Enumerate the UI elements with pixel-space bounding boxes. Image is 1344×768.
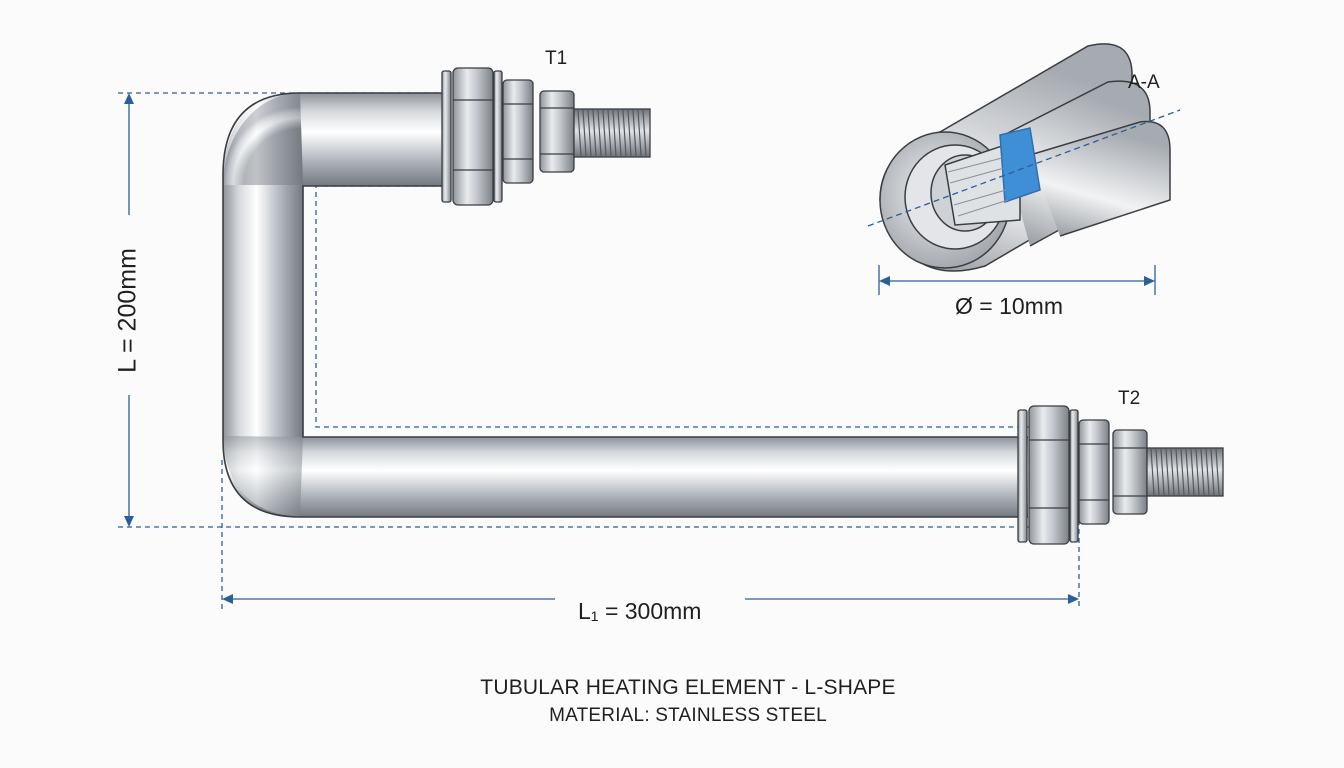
thread-ridge	[592, 109, 597, 157]
thread-ridge	[582, 109, 587, 157]
tube-bottom-leg	[298, 437, 1028, 517]
t2-hex-nut-small	[1112, 429, 1148, 515]
t1-hex-nut-large	[452, 67, 494, 206]
t2-washer-2	[1069, 409, 1079, 543]
terminal-t2-assembly	[1017, 405, 1224, 545]
t1-hex-nut-medium	[502, 79, 534, 184]
label-diameter-dimension: Ø = 10mm	[955, 293, 1064, 319]
thread-ridge	[1160, 448, 1165, 496]
section-insulation-band	[999, 127, 1041, 204]
arrow-diameter-right	[1144, 276, 1155, 286]
thread-ridge	[1205, 448, 1210, 496]
thread-ridge	[1185, 448, 1190, 496]
thread-ridge	[632, 109, 637, 157]
section-inner-layer	[1029, 120, 1171, 237]
thread-ridge	[1175, 448, 1180, 496]
arrow-length-right	[1068, 594, 1079, 604]
t2-washer	[1017, 409, 1028, 543]
t2-hex-nut-large	[1028, 405, 1070, 545]
thread-ridge	[1170, 448, 1175, 496]
arrow-height-bottom	[124, 516, 134, 527]
section-cut-line	[867, 109, 1181, 227]
thread-ridge	[622, 109, 627, 157]
t1-hex-nut-small	[539, 90, 575, 173]
thread-ridge	[1180, 448, 1185, 496]
thread-ridge	[1210, 448, 1215, 496]
thread-ridge	[1195, 448, 1200, 496]
label-length-dimension: L₁ = 300mm	[578, 598, 702, 624]
heating-tube	[222, 92, 1028, 518]
thread-ridge	[587, 109, 592, 157]
t1-washer	[441, 70, 452, 203]
t1-thread-lines	[577, 109, 647, 157]
thread-ridge	[1200, 448, 1205, 496]
thread-ridge	[617, 109, 622, 157]
thread-ridge	[642, 109, 647, 157]
label-terminal-t1: T1	[545, 48, 568, 69]
caption-material: MATERIAL: STAINLESS STEEL	[549, 705, 827, 726]
dimension-arrows	[124, 93, 1155, 604]
thread-ridge	[597, 109, 602, 157]
arrow-height-top	[124, 93, 134, 104]
tube-top-leg	[298, 93, 450, 186]
thread-ridge	[1150, 448, 1155, 496]
thread-ridge	[1155, 448, 1160, 496]
t2-threaded-stud	[1146, 447, 1224, 497]
label-section-a-a: A-A	[1128, 72, 1160, 93]
thread-ridge	[627, 109, 632, 157]
thread-ridge	[1215, 448, 1220, 496]
thread-ridge	[607, 109, 612, 157]
thread-ridge	[1190, 448, 1195, 496]
thread-ridge	[602, 109, 607, 157]
t1-washer-2	[493, 70, 503, 203]
caption-title: TUBULAR HEATING ELEMENT - L-SHAPE	[480, 676, 896, 699]
cross-section-a-a	[867, 43, 1181, 272]
t2-hex-nut-medium	[1078, 419, 1110, 525]
tube-vertical-leg	[223, 183, 303, 440]
t2-thread-lines	[1150, 448, 1220, 496]
arrow-diameter-left	[879, 276, 890, 286]
label-terminal-t2: T2	[1118, 388, 1141, 409]
t1-threaded-stud	[573, 108, 651, 158]
thread-ridge	[1165, 448, 1170, 496]
thread-ridge	[612, 109, 617, 157]
label-height-dimension: L = 200mm	[113, 248, 142, 373]
arrow-length-left	[222, 594, 233, 604]
terminal-t1-assembly	[441, 67, 651, 206]
thread-ridge	[577, 109, 582, 157]
thread-ridge	[637, 109, 642, 157]
